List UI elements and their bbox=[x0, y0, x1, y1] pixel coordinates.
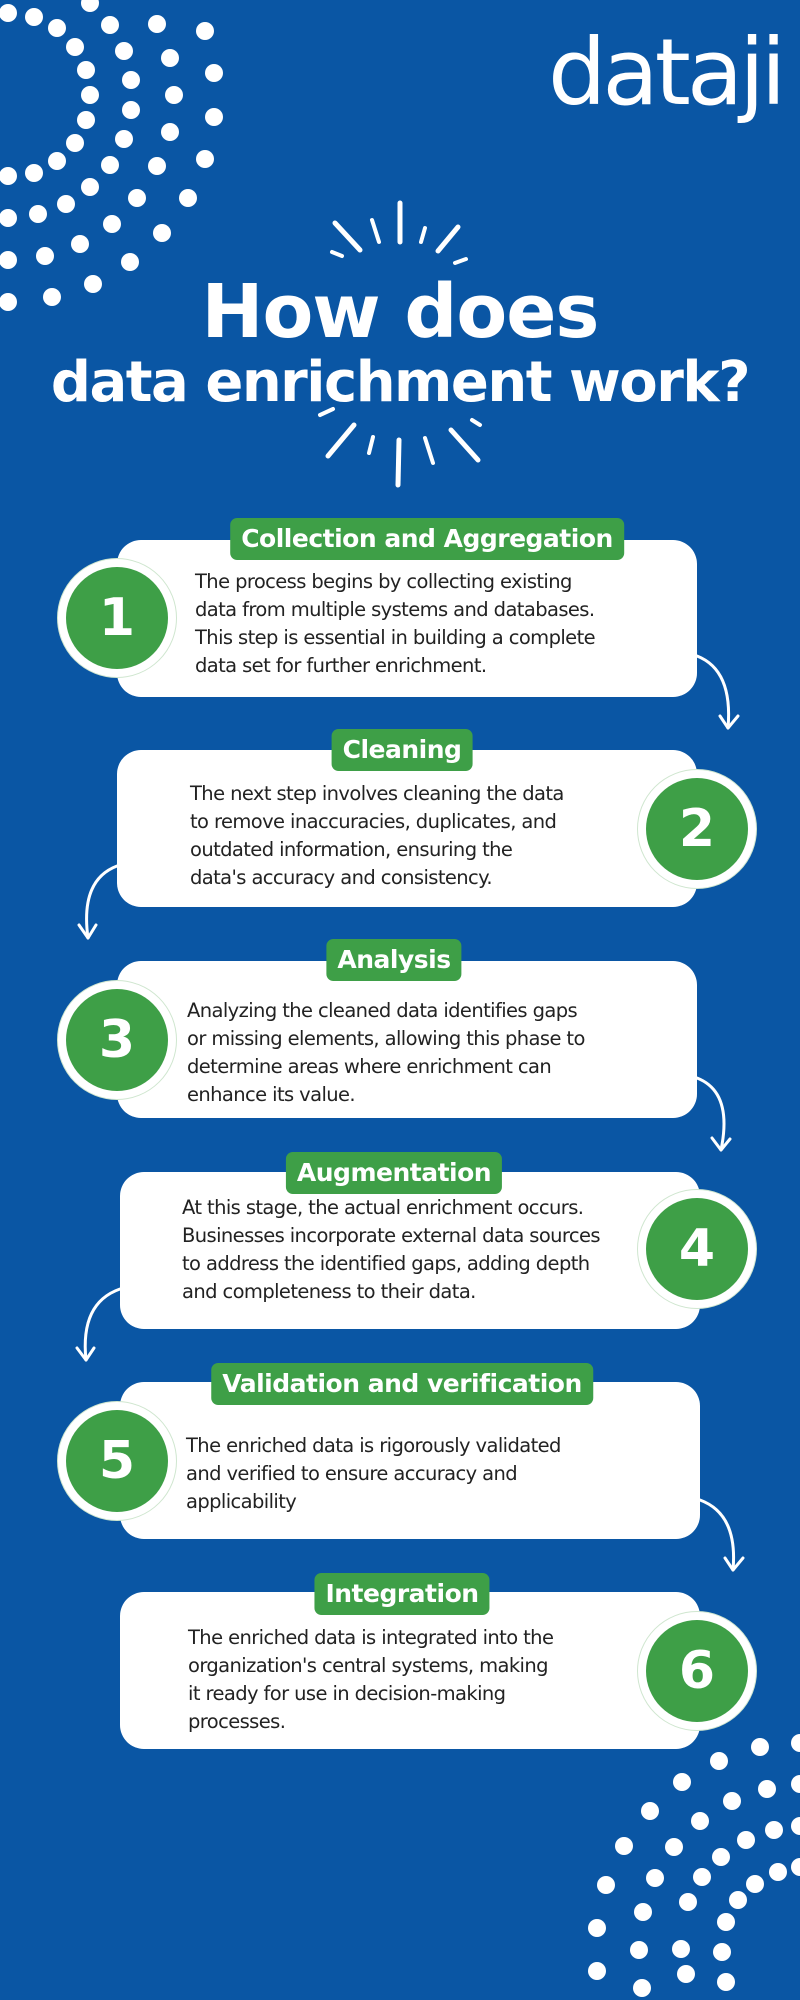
step-number-badge: 3 bbox=[57, 980, 177, 1100]
step-label: Augmentation bbox=[285, 1152, 503, 1194]
step-number-badge: 4 bbox=[637, 1189, 757, 1309]
step-description: The next step involves cleaning the data… bbox=[190, 782, 564, 889]
step-card: At this stage, the actual enrichment occ… bbox=[120, 1172, 700, 1329]
step-number-badge: 5 bbox=[57, 1401, 177, 1521]
step-label: Validation and verification bbox=[211, 1363, 593, 1405]
step-number: 3 bbox=[66, 989, 168, 1091]
dataji-logo: dataji bbox=[548, 19, 786, 126]
step-card: The enriched data is integrated into the… bbox=[120, 1592, 700, 1749]
step-number-badge: 2 bbox=[637, 769, 757, 889]
step-number: 6 bbox=[646, 1620, 748, 1722]
step-number: 5 bbox=[66, 1410, 168, 1512]
step-description: Analyzing the cleaned data identifies ga… bbox=[187, 999, 585, 1106]
step-number: 2 bbox=[646, 778, 748, 880]
step-card: The next step involves cleaning the data… bbox=[117, 750, 697, 907]
step-card: The process begins by collecting existin… bbox=[117, 540, 697, 697]
step-description: The process begins by collecting existin… bbox=[195, 570, 596, 677]
step-card: The enriched data is rigorously validate… bbox=[120, 1382, 700, 1539]
arrow-step3-to-step4-icon bbox=[695, 1076, 732, 1152]
arrow-step2-to-step3-icon bbox=[77, 864, 119, 940]
step-label: Cleaning bbox=[331, 729, 473, 771]
sunburst-top bbox=[330, 200, 468, 265]
step-number: 4 bbox=[646, 1198, 748, 1300]
arrow-step4-to-step5-icon bbox=[75, 1287, 122, 1362]
sunburst-bottom bbox=[318, 407, 482, 488]
step-description: At this stage, the actual enrichment occ… bbox=[182, 1196, 601, 1303]
step-number-badge: 1 bbox=[57, 558, 177, 678]
dot-pattern-top-left bbox=[0, 0, 223, 311]
arrow-step5-to-step6-icon bbox=[698, 1498, 745, 1572]
page-title-line2: data enrichment work? bbox=[50, 350, 751, 415]
page-title-line1: How does bbox=[201, 269, 600, 355]
step-label: Analysis bbox=[326, 939, 462, 981]
arrow-step1-to-step2-icon bbox=[695, 654, 740, 730]
step-description: The enriched data is rigorously validate… bbox=[186, 1434, 561, 1513]
step-label: Collection and Aggregation bbox=[230, 518, 624, 560]
step-number-badge: 6 bbox=[637, 1611, 757, 1731]
step-label: Integration bbox=[314, 1573, 490, 1615]
dot-pattern-bottom-right bbox=[588, 1734, 800, 1997]
step-number: 1 bbox=[66, 567, 168, 669]
step-card: Analyzing the cleaned data identifies ga… bbox=[117, 961, 697, 1118]
step-description: The enriched data is integrated into the… bbox=[188, 1626, 554, 1733]
